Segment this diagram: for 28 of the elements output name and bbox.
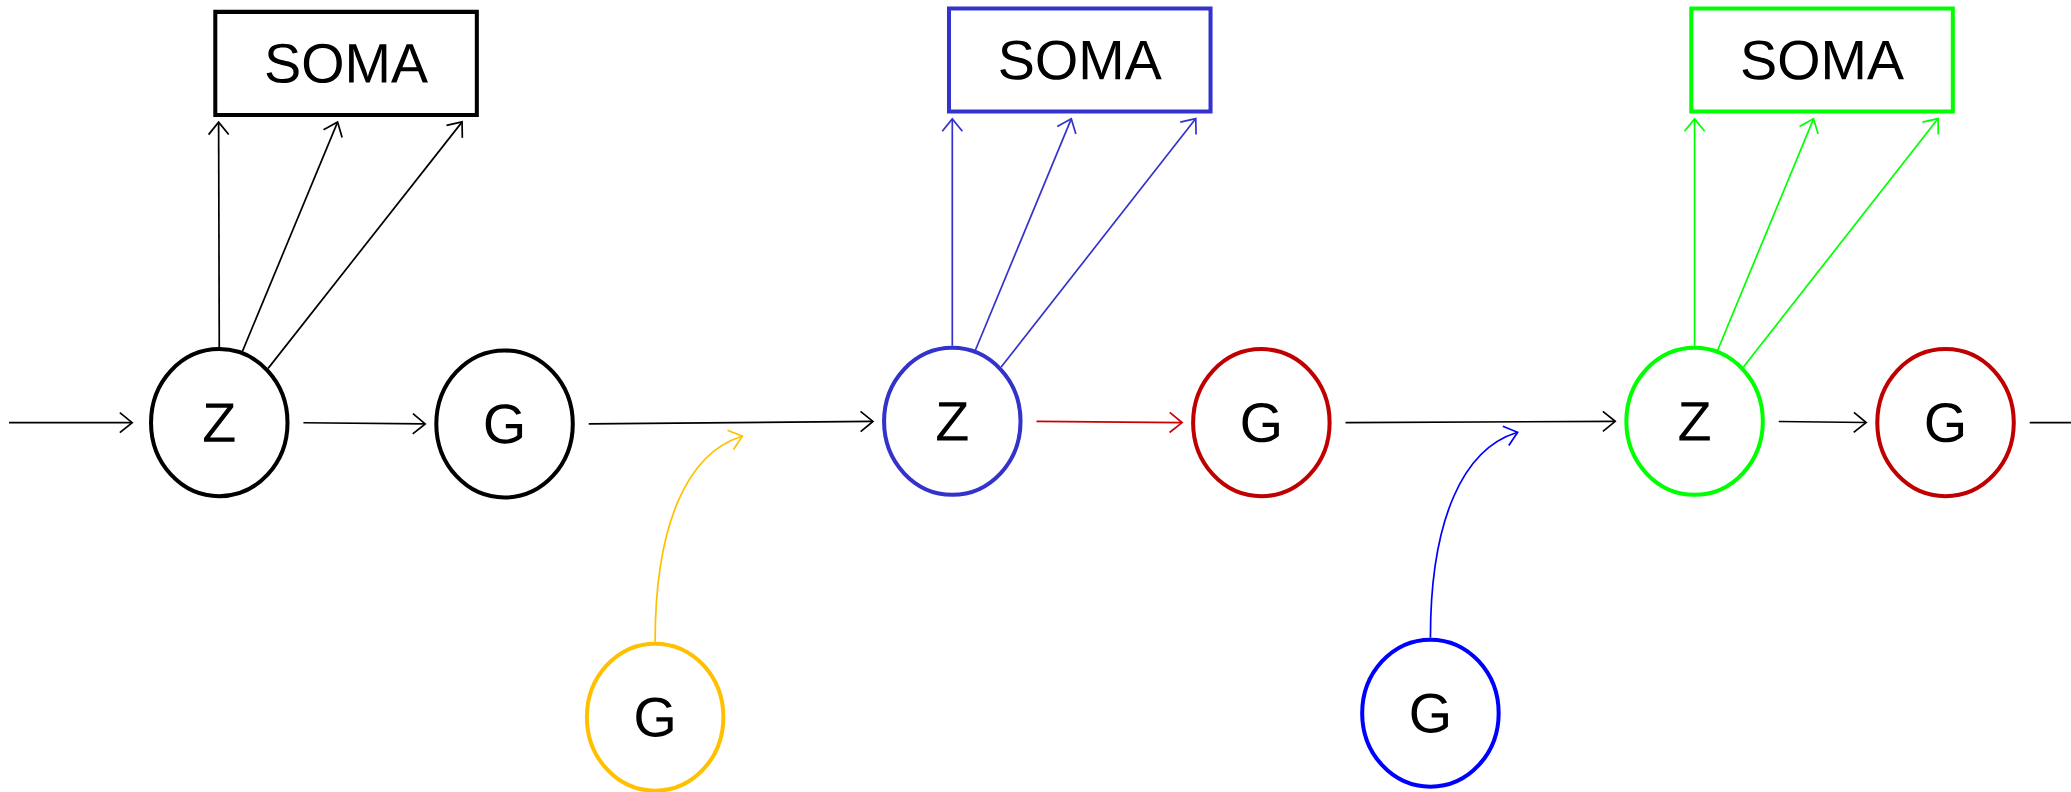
circle-node: Z <box>882 345 1023 497</box>
line <box>2028 421 2071 424</box>
curved-arrow <box>654 429 744 643</box>
soma-box: SOMA <box>947 6 1213 114</box>
arrow <box>974 117 1077 351</box>
arrow <box>267 120 464 369</box>
circle-node: G <box>434 348 575 500</box>
arrow <box>302 412 427 435</box>
arrow <box>1035 411 1184 434</box>
arrow <box>587 410 875 433</box>
arrow <box>941 117 964 347</box>
soma-box: SOMA <box>213 9 479 117</box>
arrow <box>8 411 134 434</box>
circle-node: G <box>1191 346 1332 498</box>
circle-node: G <box>1875 346 2016 498</box>
arrow <box>1742 117 1940 368</box>
circle-node: Z <box>149 346 290 498</box>
arrow <box>1344 410 1617 433</box>
curved-arrow <box>1429 425 1519 639</box>
arrow <box>207 120 230 348</box>
circle-node: Z <box>1624 345 1765 497</box>
arrow <box>1000 117 1197 368</box>
arrow <box>241 120 343 352</box>
circle-node: G <box>1360 637 1501 789</box>
arrow <box>1716 117 1819 351</box>
arrow <box>1777 411 1868 434</box>
arrow <box>1683 117 1706 347</box>
soma-box: SOMA <box>1689 6 1955 114</box>
